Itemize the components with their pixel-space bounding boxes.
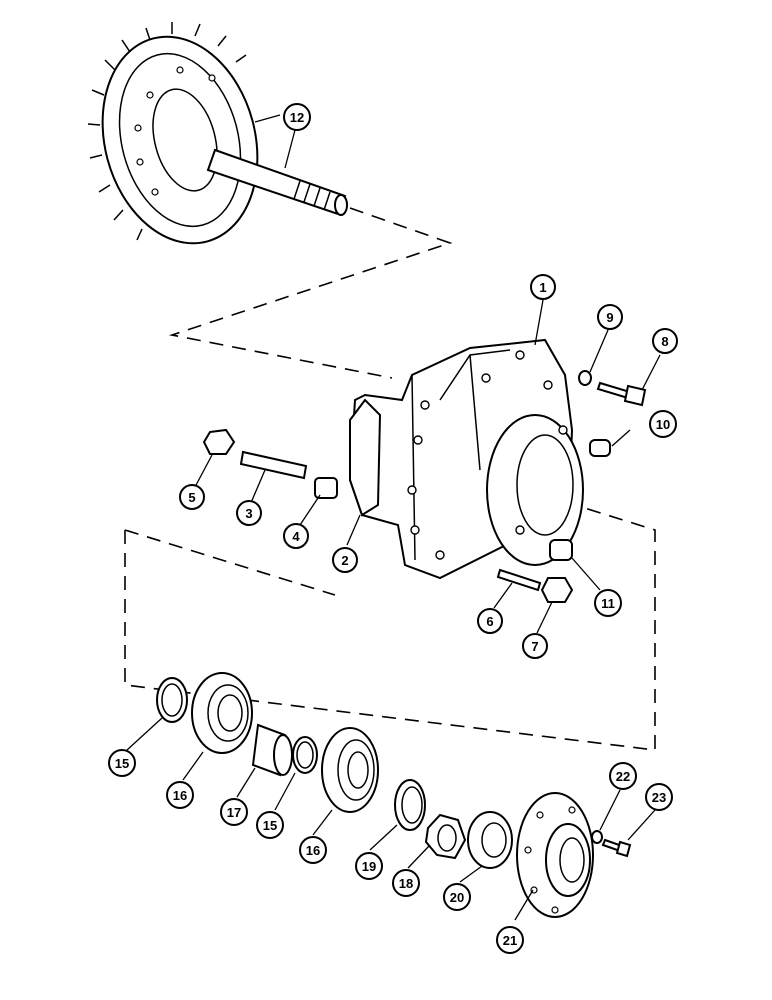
callout-label: 21 [503,933,517,948]
sleeve-4 [314,477,338,499]
callout-c22: 22 [609,762,637,790]
stud-3 [239,450,308,480]
tab-washer-19 [394,779,426,831]
callout-label: 1 [539,280,546,295]
washer-9 [578,370,592,386]
callout-c15a: 15 [108,749,136,777]
callout-label: 4 [292,529,300,544]
differential-housing-1 [348,338,584,580]
callout-c1: 1 [530,274,556,300]
callout-c6: 6 [477,608,503,634]
plug-10 [589,439,611,457]
callout-c21: 21 [496,926,524,954]
plug-11 [549,539,573,561]
bolt-23 [601,838,632,858]
callout-c12: 12 [283,103,311,131]
lock-nut-18 [424,813,467,860]
callout-c7: 7 [522,633,548,659]
callout-label: 8 [661,334,668,349]
snap-ring-15a [156,677,188,723]
bearing-16a [191,672,253,754]
pinion-shaft-12 [206,148,348,216]
bearing-16b [321,727,379,813]
flange-21 [516,792,594,918]
callout-label: 5 [188,490,195,505]
seal-20 [467,811,513,869]
callout-c9: 9 [597,304,623,330]
callout-label: 17 [227,805,241,820]
washer-22 [591,830,603,844]
callout-c5: 5 [179,484,205,510]
callout-label: 3 [245,506,252,521]
callout-label: 11 [601,596,615,611]
callout-label: 6 [486,614,493,629]
leader-lines [126,114,661,921]
callout-c2: 2 [332,547,358,573]
nut-5 [202,428,236,455]
callout-c15b: 15 [256,811,284,839]
callout-c10: 10 [649,410,677,438]
callout-label: 22 [616,769,630,784]
callout-label: 18 [399,876,413,891]
callout-c8: 8 [652,328,678,354]
callout-label: 7 [531,639,538,654]
nut-7 [540,577,574,603]
callout-label: 15 [263,818,277,833]
ring-gear-12 [87,22,259,245]
callout-c11: 11 [594,589,622,617]
callout-label: 20 [450,890,464,905]
callout-label: 16 [306,843,320,858]
snap-ring-15b [292,736,318,774]
callout-label: 23 [652,790,666,805]
callout-c4: 4 [283,523,309,549]
callout-label: 15 [115,756,129,771]
callout-label: 19 [362,859,376,874]
callout-c23: 23 [645,783,673,811]
callout-c16a: 16 [166,781,194,809]
callout-c3: 3 [236,500,262,526]
callout-c18: 18 [392,869,420,897]
callout-label: 2 [341,553,348,568]
spacer-17 [251,723,293,777]
callout-label: 10 [656,417,670,432]
callout-c19: 19 [355,852,383,880]
stud-6 [496,568,542,592]
callout-c16b: 16 [299,836,327,864]
callout-label: 12 [290,110,304,125]
callout-c17: 17 [220,798,248,826]
callout-c20: 20 [443,883,471,911]
guide-lines [124,207,656,751]
callout-label: 16 [173,788,187,803]
callout-label: 9 [606,310,613,325]
bolt-8 [596,381,647,407]
